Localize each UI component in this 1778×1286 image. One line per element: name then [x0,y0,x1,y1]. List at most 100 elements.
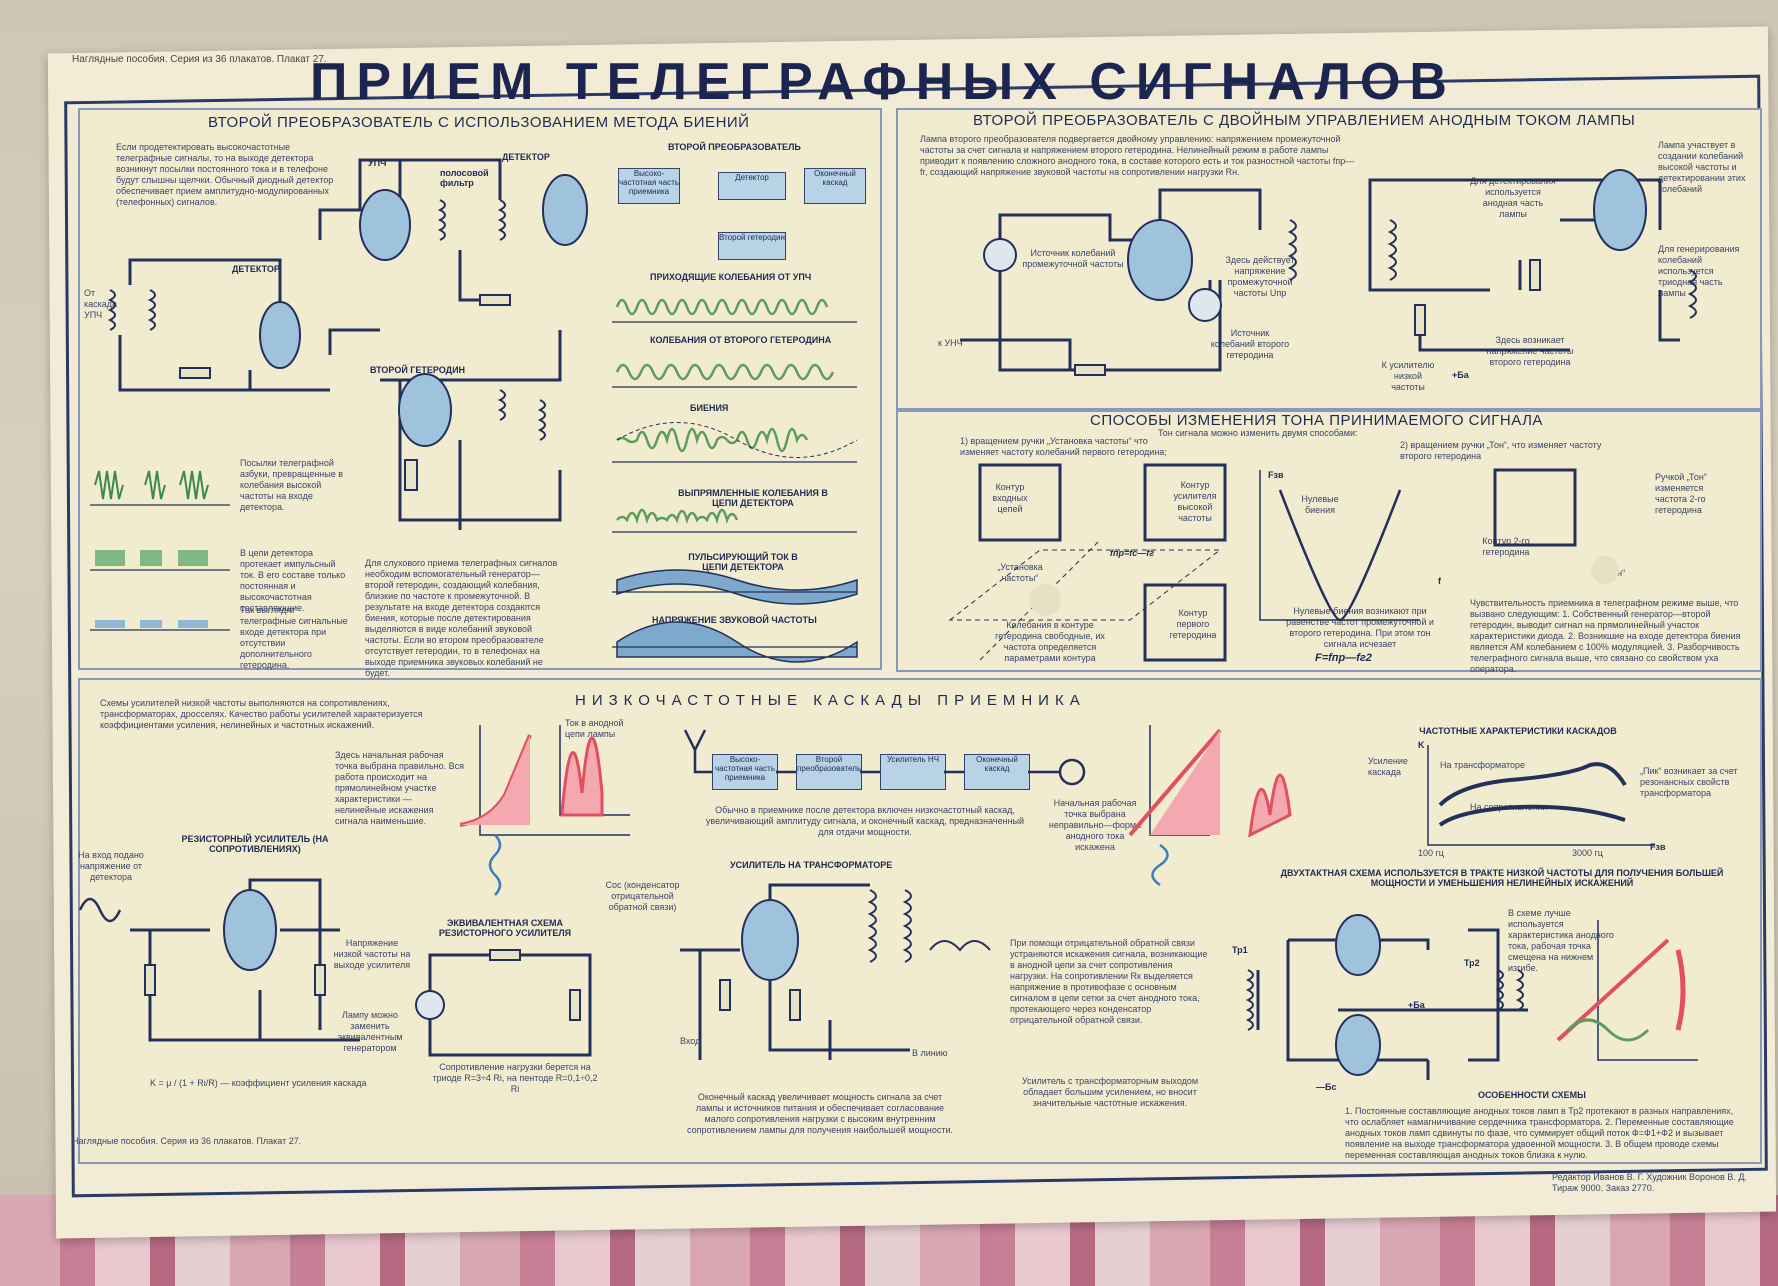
wave-label-2: КОЛЕБАНИЯ ОТ ВТОРОГО ГЕТЕРОДИНА [650,335,832,345]
beats-text-left3: Так выглядят телеграфные сигнальные вход… [240,605,348,670]
section-dual-title: ВТОРОЙ ПРЕОБРАЗОВАТЕЛЬ С ДВОЙНЫМ УПРАВЛЕ… [973,112,1636,129]
dual-label-2: Источник колебаний второго гетеродина [1210,328,1290,360]
lowfreq-op2: Начальная рабочая точка выбрана неправил… [1048,798,1142,852]
lowfreq-op1-tok: Ток в анодной цепи лампы [565,718,624,739]
tone-null-label: Нулевые биения [1301,494,1339,515]
beats-text-mid: Для слухового приема телеграфных сигнало… [365,558,558,678]
equiv-circuit [415,949,592,1057]
publisher-line: Наглядные пособия. Серия из 36 плакатов.… [72,54,327,65]
kformula: K = μ / (1 + Ri/R) — коэффициент усилени… [150,1078,367,1088]
bc-label: —Бс [1316,1082,1337,1092]
tone-diagram [948,463,1619,662]
freq-label-4: 100 гц [1418,848,1444,858]
beats-left-waves [90,470,230,631]
footer-right: Редактор Иванов В. Г. Художник Воронов В… [1552,1172,1747,1193]
section-tone-title: СПОСОБЫ ИЗМЕНЕНИЯ ТОНА ПРИНИМАЕМОГО СИГН… [1090,412,1543,429]
tone-axis-y: Fзв [1268,470,1284,480]
freq-label-3: „Пик“ возникает за счет резонансных свой… [1640,766,1738,798]
dual-circuit [960,169,1697,376]
tone-formula2: F=fпр—fг2 [1315,652,1372,664]
label-from-upch: От каскада УПЧ [84,288,118,320]
dual-label-8: К усилителю низкой частоты [1381,360,1435,392]
lf-block-conv: Второй преобразователь [796,754,862,790]
lf-block-amp: Усилитель НЧ [880,754,946,790]
label-upch: УПЧ [368,158,387,168]
trans-amp-circuit [680,883,991,1060]
final-note: Оконечный каскад увеличивает мощность си… [686,1092,953,1135]
tone-formula1: fпр=fс—fг [1110,548,1155,558]
tone-osc-note: Колебания в контуре гетеродина свободные… [995,620,1105,663]
freq-label-6: Fзв [1650,842,1666,852]
feedback-text: При помощи отрицательной обратной связи … [1010,938,1208,1025]
footer-left: Наглядные пособия. Серия из 36 плакатов.… [72,1136,302,1146]
push-pull-circuit [1245,914,1698,1080]
dual-text: Лампа второго преобразователя подвергает… [920,134,1355,177]
tone-knob2-note: Ручкой „Тон“ изменяется частота 2-го гет… [1655,472,1707,515]
lf-block-out: Оконечный каскад [964,754,1030,790]
res-in: На вход подано напряжение от детектора [78,850,144,882]
block-second-lo: Второй гетеродин [718,232,786,260]
dual-label-9: +Ба [1452,370,1469,380]
block-hf: Высоко-частотная часть приемника [618,168,680,204]
tone-sensitivity: Чувствительность приемника в телеграфном… [1470,598,1741,674]
tone-knob1: „Установка частоты“ [997,562,1043,583]
features-title: ОСОБЕННОСТИ СХЕМЫ [1478,1090,1586,1100]
freq-chart [1427,745,1655,846]
res-amp-circuit [78,878,360,1042]
lf-chain-lines [683,729,1086,786]
wave-label-6: НАПРЯЖЕНИЕ ЗВУКОВОЙ ЧАСТОТЫ [652,615,817,625]
res-out: Напряжение низкой частоты на выходе усил… [333,938,411,970]
lf-block-hf: Высоко-частотная часть приемника [712,754,778,790]
dual-label-0: Источник колебаний промежуточной частоты [1022,248,1124,269]
push-title: ДВУХТАКТНАЯ СХЕМА ИСПОЛЬЗУЕТСЯ В ТРАКТЕ … [1280,868,1724,888]
freq-title: ЧАСТОТНЫЕ ХАРАКТЕРИСТИКИ КАСКАДОВ [1419,726,1617,736]
freq-label-0: Усиление каскада [1368,756,1408,777]
wave-label-5: ПУЛЬСИРУЮЩИЙ ТОК В ЦЕПИ ДЕТЕКТОРА [688,552,798,572]
ba-label: +Ба [1408,1000,1425,1010]
tone-contour-2: Контур первого гетеродина [1169,608,1217,640]
tone-opt1: 1) вращением ручки „Установка частоты“ ч… [960,436,1167,457]
block-title: ВТОРОЙ ПРЕОБРАЗОВАТЕЛЬ [668,142,801,152]
vlinii-label: В линию [912,1048,948,1058]
beats-waveforms [612,298,858,663]
label-filter: полосовой фильтр [440,168,489,188]
dual-label-3: к УНЧ [938,338,963,348]
wave-label-4: ВЫПРЯМЛЕННЫЕ КОЛЕБАНИЯ В ЦЕПИ ДЕТЕКТОРА [678,488,828,508]
lowfreq-intro: Схемы усилителей низкой частоты выполняю… [100,698,423,730]
beats-circuit [107,158,588,530]
beats-text-left2: В цепи детектора протекает импульсный то… [240,548,346,613]
block-detector: Детектор [718,172,786,200]
equiv-title: ЭКВИВАЛЕНТНАЯ СХЕМА РЕЗИСТОРНОГО УСИЛИТЕ… [438,918,572,938]
freq-label-1: На трансформаторе [1440,760,1526,770]
lowfreq-op1: Здесь начальная рабочая точка выбрана пр… [335,750,465,826]
beats-text-left1: Посылки телеграфной азбуки, превращенные… [240,458,344,512]
panel-dual [896,108,1762,410]
tone-opt2: 2) вращением ручки „Тон“, что изменяет ч… [1400,440,1602,461]
tone-contour-3: Контур 2-го гетеродина [1482,536,1530,557]
tr1-label: Тр1 [1232,945,1248,955]
freq-label-7: K [1418,740,1425,750]
freq-label-5: 3000 гц [1572,848,1603,858]
wave-label-3: БИЕНИЯ [690,403,729,413]
label-detector2: ДЕТЕКТОР [502,152,550,162]
section-lowfreq-title: НИЗКОЧАСТОТНЫЕ КАСКАДЫ ПРИЕМНИКА [575,692,1086,709]
wave-label-1: ПРИХОДЯЩИЕ КОЛЕБАНИЯ ОТ УПЧ [650,272,812,282]
block-output: Оконечный каскад [804,168,866,204]
trans-note: Усилитель с трансформаторным выходом обл… [1021,1076,1199,1108]
tr2-label: Тр2 [1464,958,1480,968]
section-beats-title: ВТОРОЙ ПРЕОБРАЗОВАТЕЛЬ С ИСПОЛЬЗОВАНИЕМ … [208,114,750,131]
poster-title: ПРИЕМ ТЕЛЕГРАФНЫХ СИГНАЛОВ [310,53,1456,111]
lf-chain-text: Обычно в приемнике после детектора включ… [705,805,1025,837]
tone-intro: Тон сигнала можно изменить двумя способа… [1158,428,1358,438]
dual-label-1: Здесь действует напряжение промежуточной… [1225,255,1295,298]
tone-contour-1: Контур усилителя высокой частоты [1173,480,1217,523]
features-text: 1. Постоянные составляющие анодных токов… [1345,1106,1734,1160]
dual-label-4: Лампа участвует в создании колебаний выс… [1658,140,1746,194]
push-note: В схеме лучше используется характеристик… [1508,908,1614,973]
lowfreq-curves [459,725,1292,896]
label-second-lo: ВТОРОЙ ГЕТЕРОДИН [370,365,466,375]
trans-amp-title: УСИЛИТЕЛЬ НА ТРАНСФОРМАТОРЕ [730,860,893,870]
tone-axis-x: f [1438,576,1441,586]
vhod-label: Вход [680,1036,701,1046]
equiv-note: Сопротивление нагрузки берется на триоде… [432,1062,598,1094]
